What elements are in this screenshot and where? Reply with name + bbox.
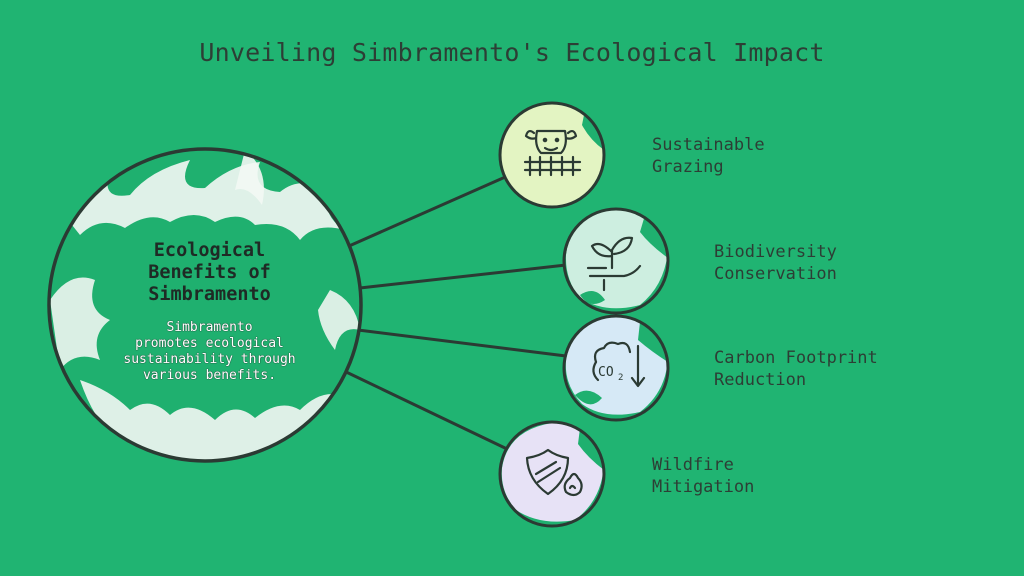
svg-text:2: 2 [618,373,623,383]
label-line: Sustainable [652,135,765,155]
hub-title-line: Benefits of [148,262,271,283]
node-biodiversity-conservation[interactable] [562,207,670,315]
co2-cloud-icon: CO 2 [592,341,646,388]
hub-title-line: Ecological [153,240,266,261]
label-line: Wildfire [652,455,734,475]
label-carbon-footprint-reduction: Carbon Footprint Reduction [714,347,878,391]
hub-circle [47,147,363,463]
label-line: Carbon Footprint [714,348,878,368]
connector-wildfire [340,368,507,450]
hub-description-line: sustainability through [123,352,296,367]
hub-description-line: various benefits. [142,368,277,383]
shield-fire-icon [525,448,583,497]
connector-lines [338,176,568,450]
connector-sustainable-grazing [338,176,505,252]
hub-description: Simbramento promotes ecological sustaina… [82,320,337,384]
node-sustainable-grazing[interactable] [498,101,606,209]
label-line: Biodiversity [714,242,837,262]
page-title: Unveiling Simbramento's Ecological Impac… [199,38,825,67]
label-biodiversity-conservation: Biodiversity Conservation [714,241,837,285]
hub-title: Ecological Benefits of Simbramento [82,240,337,306]
connector-biodiversity [358,263,568,290]
node-wildfire-mitigation[interactable] [498,420,606,528]
hub-description-line: Simbramento [166,320,253,335]
cow-fence-icon [523,129,582,177]
label-wildfire-mitigation: Wildfire Mitigation [652,454,754,498]
label-line: Grazing [652,157,724,177]
label-line: Mitigation [652,477,755,497]
node-carbon-footprint-reduction[interactable]: CO 2 [562,314,670,422]
connector-carbon [356,328,568,358]
hub-text: Ecological Benefits of Simbramento Simbr… [82,240,337,384]
hub-description-line: promotes ecological [135,336,284,351]
hub-title-line: Simbramento [148,284,271,305]
label-line: Conservation [714,264,837,284]
plant-hand-icon [586,236,642,292]
label-line: Reduction [714,370,807,390]
svg-text:CO: CO [598,365,614,380]
label-sustainable-grazing: Sustainable Grazing [652,134,765,178]
